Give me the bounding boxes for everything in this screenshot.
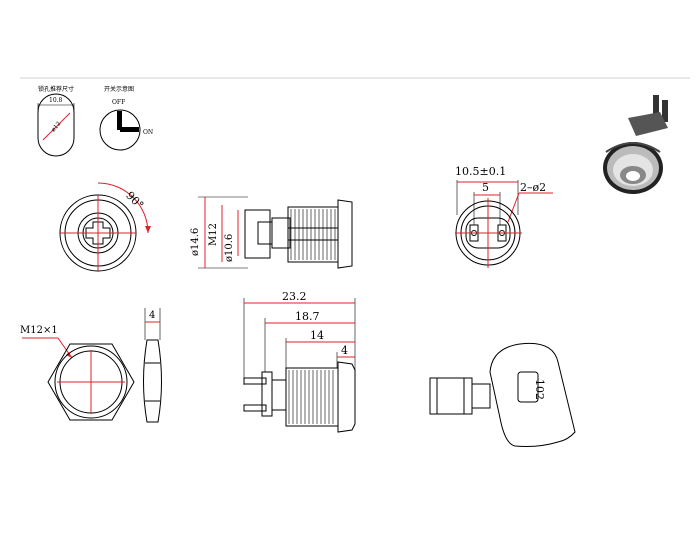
- switch-diagram: 开关示意图 OFF ON: [99, 85, 153, 151]
- pin-bottom: [243, 404, 267, 412]
- key-blade: [429, 377, 473, 415]
- nut-side: [143, 339, 162, 423]
- nut-thread-label: M12×1: [20, 325, 58, 336]
- switch-body: [99, 109, 141, 151]
- keyway: [85, 221, 111, 245]
- mount-hole-title: 锁孔推荐尺寸: [38, 85, 74, 93]
- key-code: 102: [533, 379, 546, 400]
- nut-hex: [47, 343, 135, 421]
- key-bow: [489, 342, 576, 447]
- nut-view: M12×1 4: [20, 308, 162, 423]
- switch-off-label: OFF: [112, 99, 125, 106]
- dia-inner-label: ø10.6: [224, 234, 235, 262]
- length-view: 23.2 18.7 14 4: [243, 290, 356, 433]
- dia-outer-label: ø14.6: [190, 228, 201, 256]
- key-view: 102: [429, 342, 576, 447]
- side-view: ø14.6 M12 ø10.6: [190, 196, 353, 269]
- switch-title: 开关示意图: [104, 85, 134, 93]
- head-flange: [337, 199, 353, 269]
- back-pin-spacing-label: 5: [482, 181, 489, 194]
- switch-on-label: ON: [143, 129, 153, 136]
- thread-body: [287, 206, 339, 263]
- back-view: 10.5±0.1 5 2–ø2: [455, 165, 553, 268]
- nut-thickness-label: 4: [149, 310, 155, 321]
- len-head-label: 4: [341, 344, 348, 357]
- mount-hole-view: 锁孔推荐尺寸 10.8 ø12: [37, 85, 75, 157]
- len-total-label: 23.2: [282, 290, 307, 303]
- pin-top: [243, 377, 267, 385]
- front-view: 90°: [59, 182, 151, 272]
- back-pin-dia-label: 2–ø2: [520, 181, 546, 194]
- length-thread-body: [285, 367, 339, 427]
- mount-hole-width: 10.8: [49, 97, 63, 104]
- length-head: [337, 361, 356, 433]
- switch-off-indicator: [117, 111, 122, 130]
- angle-arc: [97, 182, 149, 234]
- switch-on-indicator: [120, 127, 139, 132]
- back-width-label: 10.5±0.1: [455, 165, 506, 178]
- thread-label: M12: [208, 223, 219, 246]
- product-3d-sketch: [603, 95, 668, 194]
- len-thread-label: 14: [310, 329, 324, 342]
- mount-hole-outline: [37, 93, 75, 157]
- len-body-label: 18.7: [295, 310, 320, 323]
